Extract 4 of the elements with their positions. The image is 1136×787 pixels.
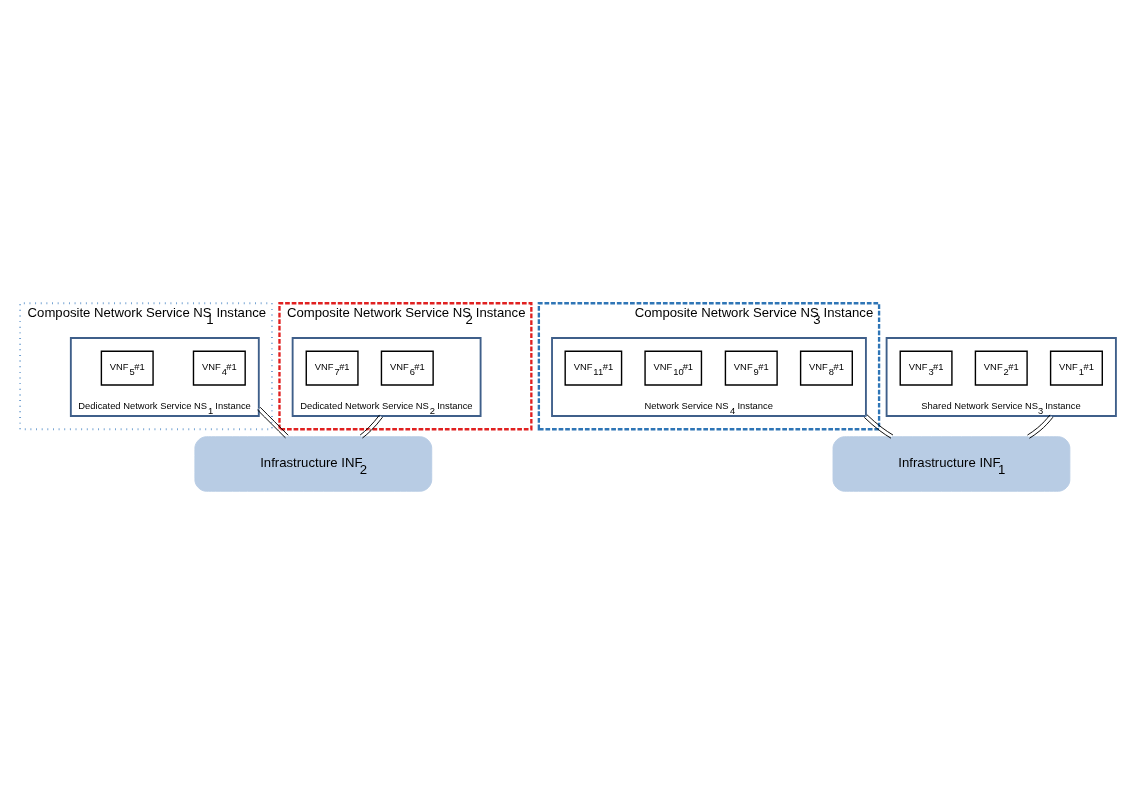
connector: [359, 414, 384, 439]
connector: [1026, 414, 1054, 439]
connector: [257, 406, 289, 439]
connector: [863, 414, 894, 439]
